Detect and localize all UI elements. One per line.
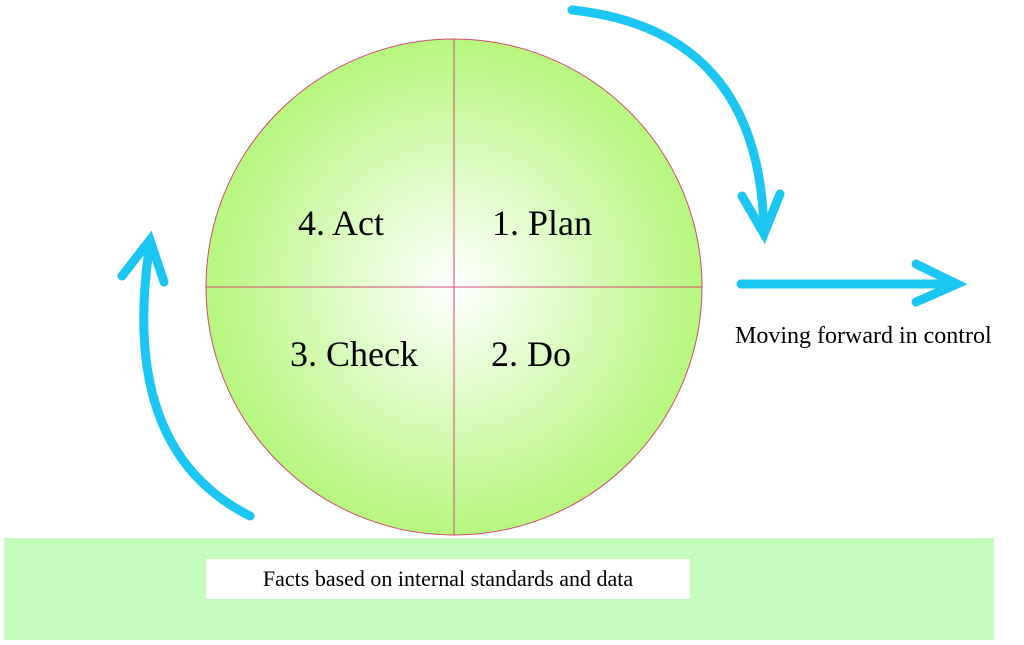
forward-label: Moving forward in control — [735, 323, 992, 349]
curved-arrow-right-head — [737, 189, 785, 245]
quadrant-do: 2. Do — [491, 334, 571, 374]
curved-arrow-right — [567, 5, 769, 237]
quadrant-check: 3. Check — [290, 334, 418, 374]
quadrant-plan: 1. Plan — [492, 203, 593, 243]
curved-arrow-left-head — [117, 230, 169, 287]
forward-arrow-head — [911, 259, 968, 307]
curved-arrow-left — [139, 238, 255, 521]
quadrant-act: 4. Act — [298, 203, 384, 243]
ground-label: Facts based on internal standards and da… — [206, 559, 690, 599]
